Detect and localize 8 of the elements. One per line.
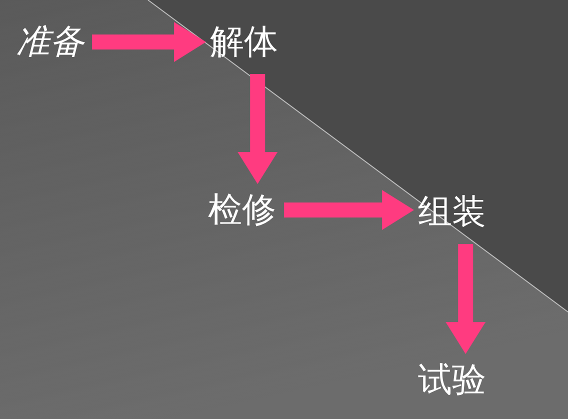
step-label: 准备 [16, 22, 84, 62]
step-label: 试验 [418, 360, 486, 400]
step-label: 解体 [210, 22, 278, 62]
arrow [446, 244, 486, 354]
arrow [238, 74, 278, 184]
step-label: 检修 [208, 190, 276, 230]
arrow [92, 22, 206, 62]
arrow [284, 190, 414, 230]
